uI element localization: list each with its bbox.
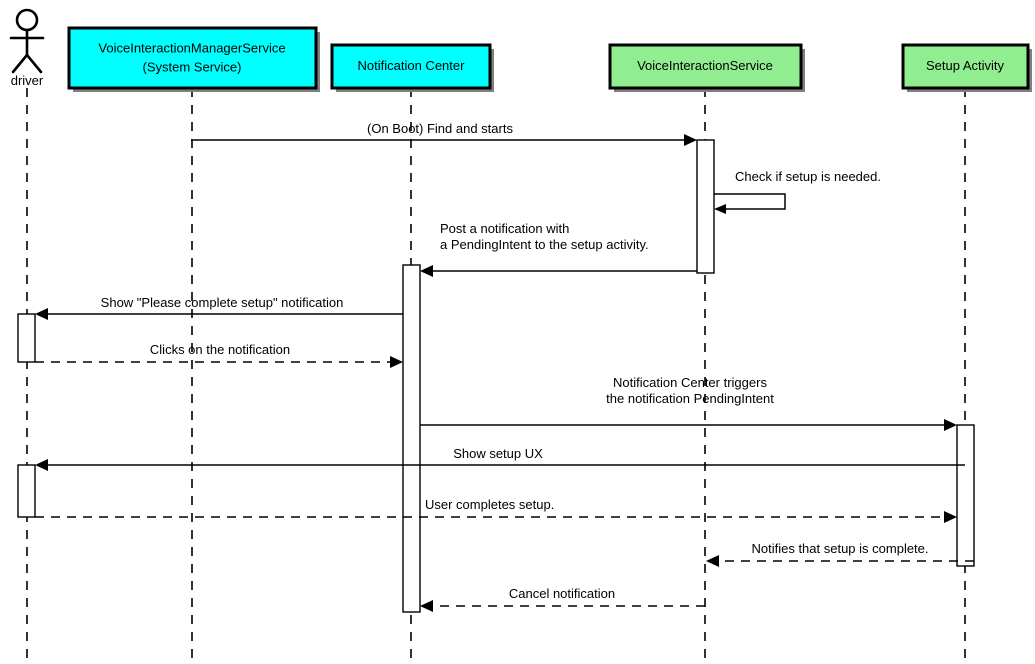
message-label: Show setup UX xyxy=(453,446,543,461)
message-msg-10: Cancel notification xyxy=(420,586,705,612)
message-label: the notification PendingIntent xyxy=(606,391,774,406)
message-msg-5: Clicks on the notification xyxy=(35,342,403,368)
message-msg-8: User completes setup. xyxy=(35,497,957,523)
message-msg-9: Notifies that setup is complete. xyxy=(706,541,974,567)
participant-vis[interactable]: VoiceInteractionService xyxy=(608,43,805,92)
message-msg-1: (On Boot) Find and starts xyxy=(191,121,697,146)
participant-notification_center[interactable]: Notification Center xyxy=(330,43,494,92)
arrowhead xyxy=(35,308,48,320)
participant-label: driver xyxy=(11,73,44,88)
participant-vims[interactable]: VoiceInteractionManagerService (System Se… xyxy=(67,26,320,92)
arrowhead xyxy=(714,204,726,214)
activation-bar-driver xyxy=(17,313,36,363)
message-label: Clicks on the notification xyxy=(150,342,290,357)
arrowhead xyxy=(420,600,433,612)
message-label: Notification Center triggers xyxy=(613,375,767,390)
activation-bar-notification_center xyxy=(402,264,421,613)
participant-label: Notification Center xyxy=(358,58,466,73)
message-label: Cancel notification xyxy=(509,586,615,601)
message-line xyxy=(714,193,786,210)
message-label: (On Boot) Find and starts xyxy=(367,121,513,136)
participant-box[interactable] xyxy=(330,43,492,90)
message-label: Show "Please complete setup" notificatio… xyxy=(101,295,344,310)
actor-stick-figure-icon xyxy=(9,8,45,74)
arrowhead xyxy=(390,356,403,368)
activations-layer xyxy=(17,139,975,613)
message-label: User completes setup. xyxy=(425,497,554,512)
participant-label: VoiceInteractionManagerService xyxy=(98,40,285,55)
arrowhead xyxy=(944,419,957,431)
participant-label: Setup Activity xyxy=(926,58,1005,73)
participant-box[interactable] xyxy=(608,43,803,90)
arrowhead xyxy=(35,459,48,471)
message-label: Notifies that setup is complete. xyxy=(751,541,928,556)
message-msg-4: Show "Please complete setup" notificatio… xyxy=(35,295,403,320)
message-label: Check if setup is needed. xyxy=(735,169,881,184)
participant-label: (System Service) xyxy=(143,59,242,74)
participant-box[interactable] xyxy=(901,43,1030,90)
activation-bar-setup_activity xyxy=(956,424,975,567)
message-msg-2: Check if setup is needed. xyxy=(714,169,881,214)
arrowhead xyxy=(706,555,719,567)
participant-driver[interactable]: driver xyxy=(9,8,45,88)
arrowhead xyxy=(684,134,697,146)
activation-bar-driver xyxy=(17,464,36,518)
participant-label: VoiceInteractionService xyxy=(637,58,773,73)
message-label: Post a notification with xyxy=(440,221,569,236)
participant-box[interactable] xyxy=(67,26,318,90)
activation-bar-vis xyxy=(696,139,715,274)
message-label: a PendingIntent to the setup activity. xyxy=(440,237,649,252)
arrowhead xyxy=(420,265,433,277)
message-msg-7: Show setup UX xyxy=(35,446,965,471)
participant-setup_activity[interactable]: Setup Activity xyxy=(901,43,1032,92)
arrowhead xyxy=(944,511,957,523)
participants-layer: driver VoiceInteractionManagerService (Sys… xyxy=(9,8,1032,92)
